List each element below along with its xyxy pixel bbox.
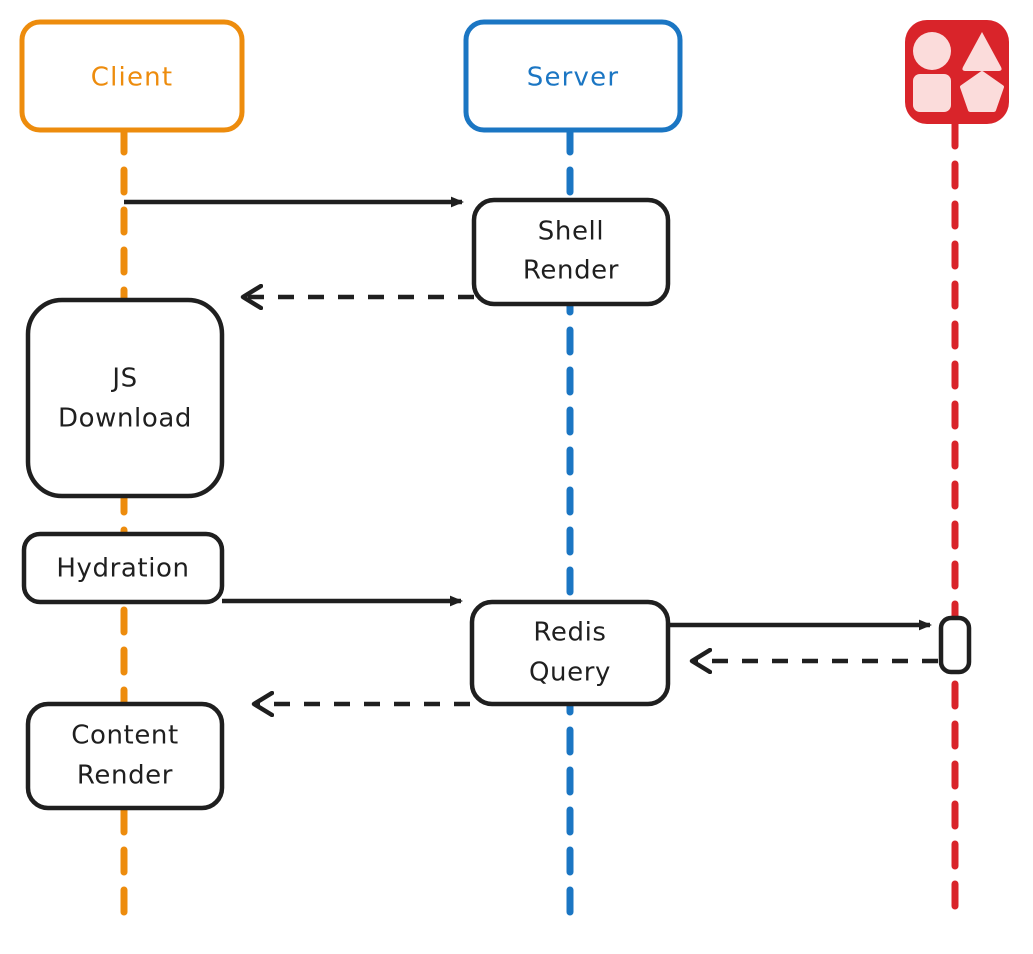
activation-redis-query-box[interactable]: [469, 599, 671, 707]
activation-content-render-label-line-1: Content: [71, 721, 179, 751]
activation-redis-query-label-line-1: Redis: [533, 618, 606, 648]
redis-triangle-shape-icon: [962, 32, 1002, 71]
redis-circle-shape-icon: [913, 32, 951, 70]
activation-redis-query[interactable]: Redis Query: [469, 599, 671, 707]
activation-js-download-label-line-1: JS: [110, 364, 137, 394]
actor-server-box[interactable]: [463, 19, 683, 133]
activation-shell-render[interactable]: Shell Render: [471, 197, 671, 307]
activation-shell-render-box[interactable]: [471, 197, 671, 307]
activation-shell-render-label-line-2: Render: [523, 256, 619, 286]
actor-client[interactable]: Client: [19, 19, 245, 133]
redis-pentagon-shape-icon: [960, 71, 1004, 112]
messages: [124, 196, 938, 704]
activation-content-render-box[interactable]: [25, 701, 225, 811]
actor-client-box[interactable]: [19, 19, 245, 133]
activation-js-download-box[interactable]: [25, 297, 225, 499]
activation-hydration-label: Hydration: [56, 554, 189, 584]
activation-redis-query-label-line-2: Query: [529, 658, 611, 688]
activation-shell-render-label-line-1: Shell: [538, 217, 604, 247]
activation-hydration[interactable]: Hydration: [21, 531, 225, 605]
actor-redis[interactable]: [905, 20, 1009, 124]
activation-content-render-label-line-2: Render: [77, 761, 173, 791]
actor-client-label: Client: [91, 63, 173, 93]
activation-js-download-label-line-2: Download: [58, 404, 192, 434]
activation-hydration-box[interactable]: [21, 531, 225, 605]
activation-js-download[interactable]: JS Download: [25, 297, 225, 499]
activation-content-render[interactable]: Content Render: [25, 701, 225, 811]
actor-server-label: Server: [527, 63, 619, 93]
activation-redis-bar-box[interactable]: [938, 615, 972, 675]
redis-rounded-square-shape-icon: [913, 74, 951, 112]
actor-server[interactable]: Server: [463, 19, 683, 133]
activation-redis-bar[interactable]: [938, 615, 972, 675]
